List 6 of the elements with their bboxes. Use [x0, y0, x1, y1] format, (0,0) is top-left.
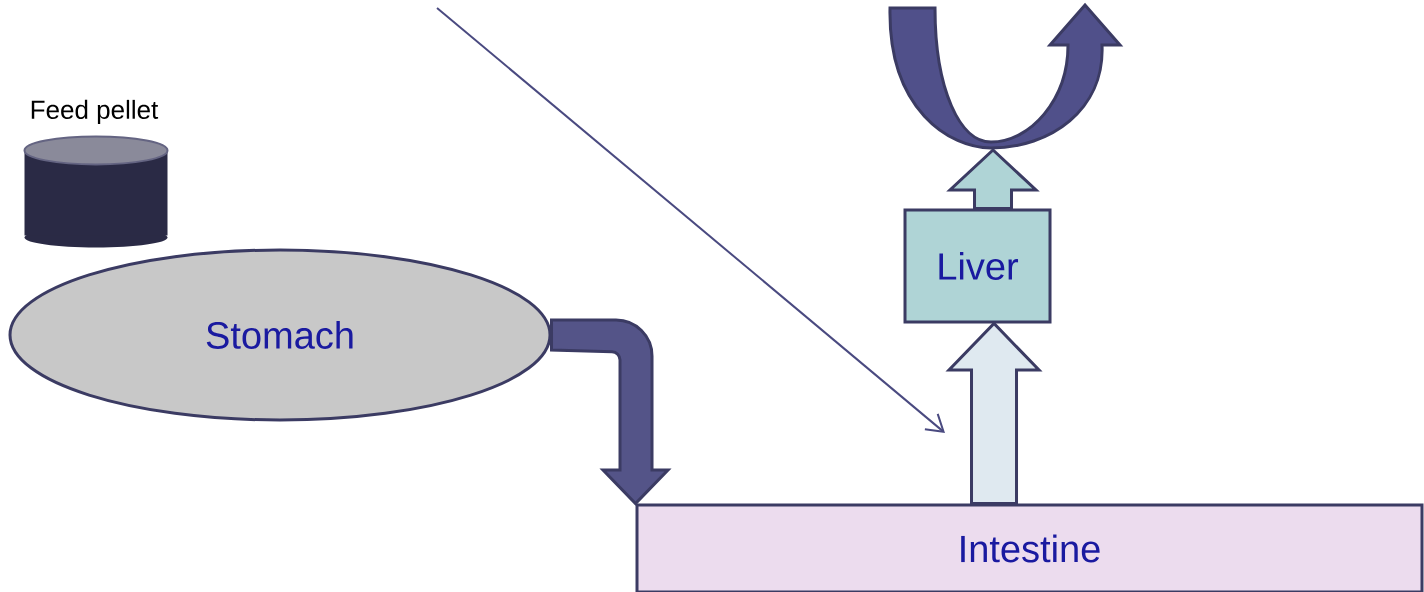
organ-box: Intestine [635, 503, 1424, 592]
organ-box: Liver [903, 208, 1052, 324]
block-arrow [945, 321, 1043, 505]
block-arrow [946, 147, 1040, 210]
bent-arrow [550, 318, 670, 505]
node-label: Feed pellet [31, 99, 159, 125]
